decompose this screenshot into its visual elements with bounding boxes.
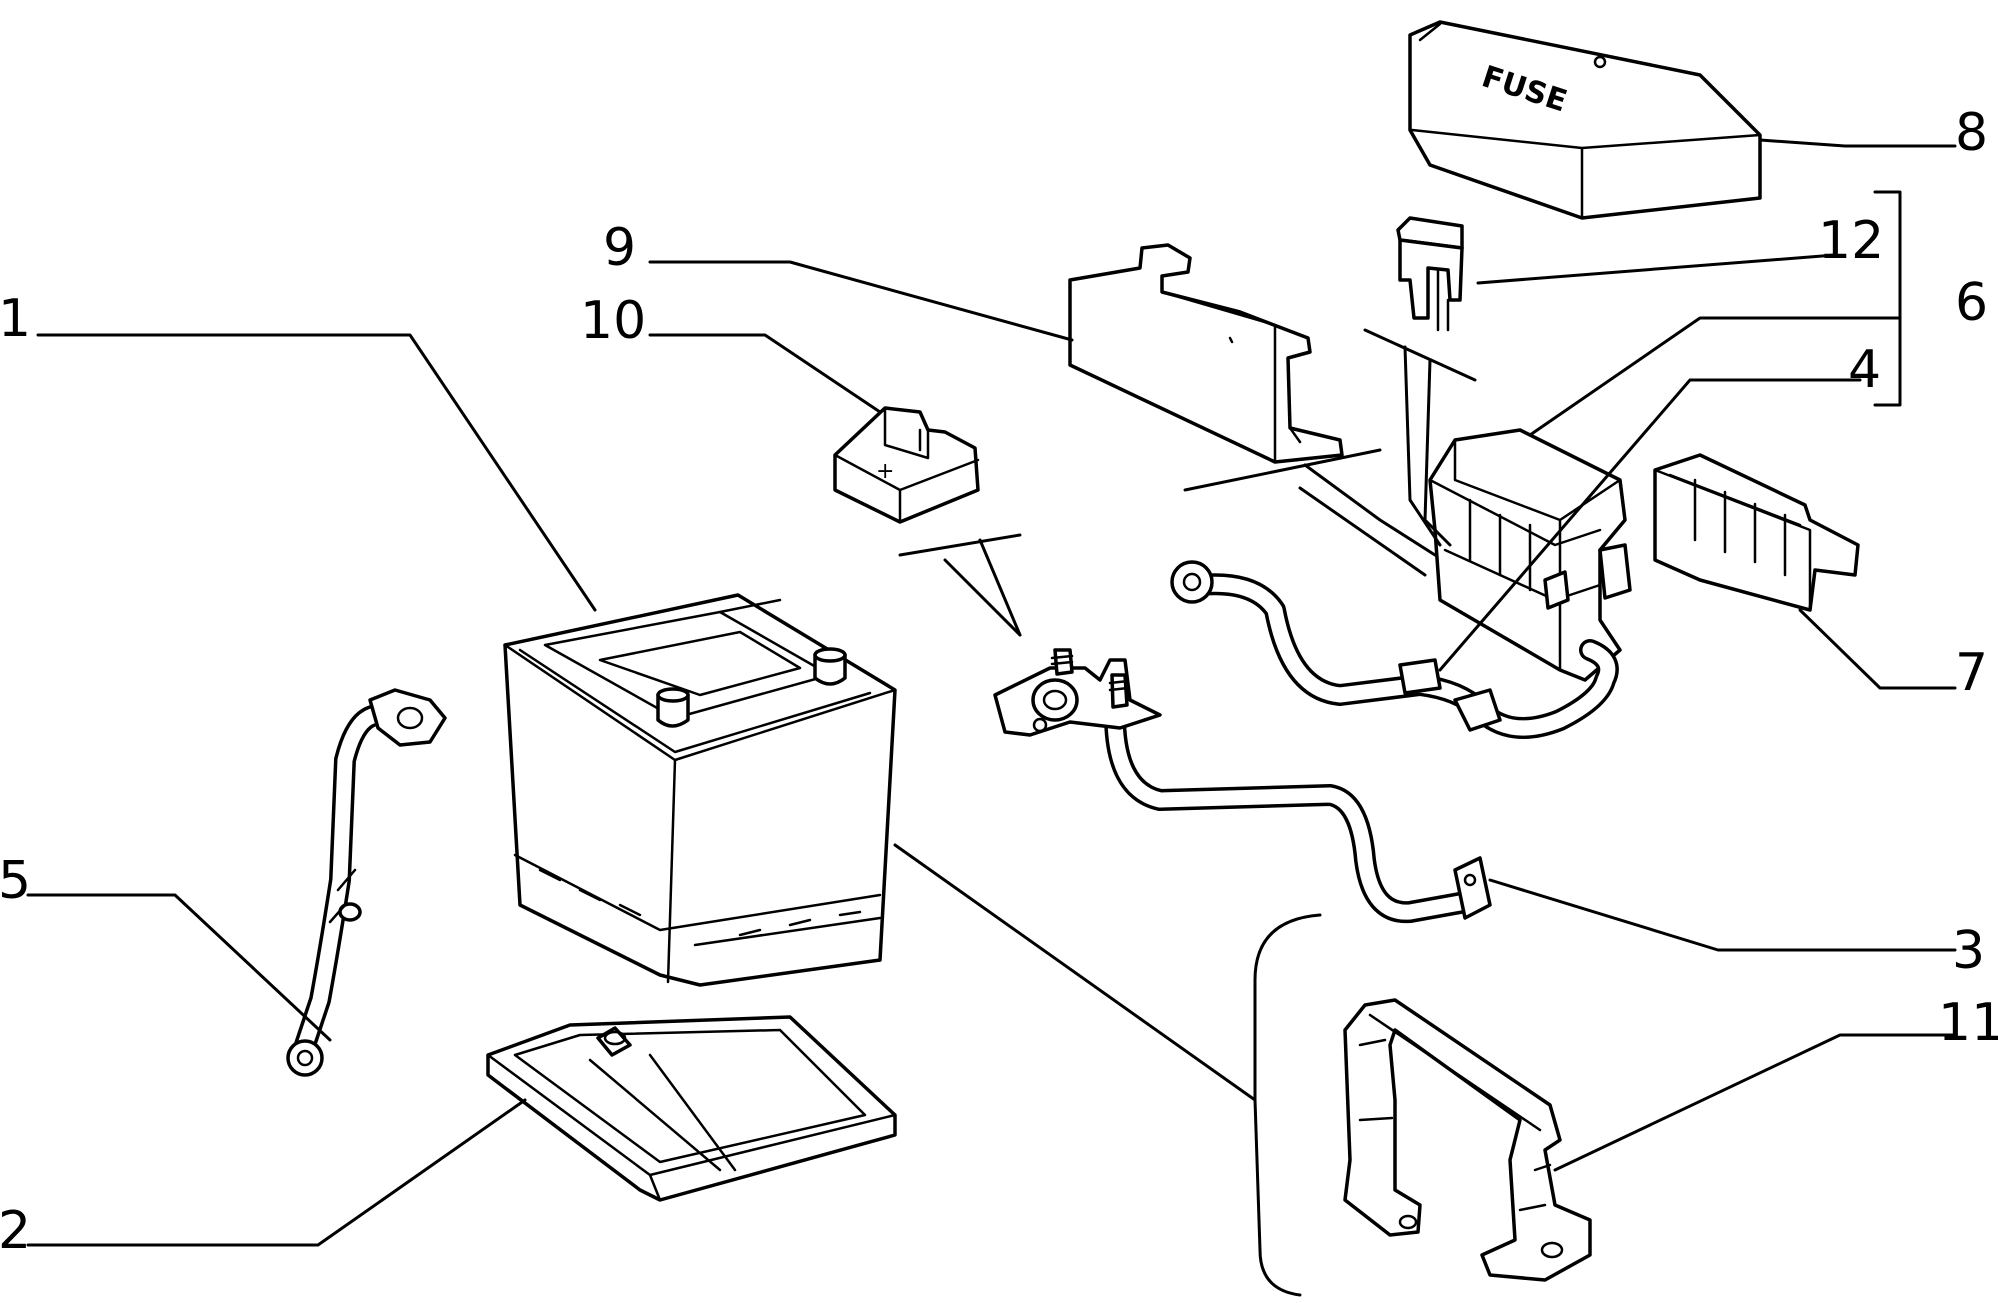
leader-2 [26,1098,527,1247]
terminal-cover-mark: + [876,459,894,484]
leader-12 [1476,253,1837,285]
callout-12: 12 [1818,211,1884,271]
part-7-cover-strip [1653,453,1860,612]
callout-2: 2 [0,1201,31,1261]
leader-3 [1488,878,1957,952]
leader-battery-to-bracket [893,843,1257,1102]
callout-11: 11 [1938,993,1998,1053]
part-2-tray [486,1015,897,1202]
part-6-fuse-box [1428,428,1632,682]
part-12-fuse [1396,216,1464,332]
callout-8: 8 [1955,103,1988,163]
part-1-battery [503,593,897,987]
part-3-positive-cable [993,648,1492,924]
group-guide-lines [898,190,1902,1297]
callout-5: 5 [0,851,31,911]
leader-5 [26,893,332,1042]
part-11-holddown-bracket [1343,998,1592,1282]
part-8-fuse-cover: FUSE [1408,20,1762,220]
leader-10 [648,333,882,414]
callout-labels: 1 2 3 4 5 6 7 8 9 10 11 12 [0,103,1998,1261]
leader-7 [1798,608,1957,690]
part-10-terminal-cover: + [833,406,980,524]
leader-6 [1528,316,1902,437]
callout-4: 4 [1848,340,1881,400]
leader-1 [36,333,597,612]
callout-10: 10 [580,291,646,351]
callout-9: 9 [603,218,636,278]
callout-7: 7 [1955,643,1988,703]
part-9-bracket [1068,243,1344,464]
part-5-negative-cable [286,688,447,1077]
callout-1: 1 [0,289,31,349]
leader-11 [1553,1033,1957,1172]
leader-4 [1438,378,1862,672]
leader-lines [26,138,1957,1247]
callout-6: 6 [1955,273,1988,333]
leader-9 [648,260,1074,342]
callout-3: 3 [1952,921,1985,981]
part-4-fusebox-cable [1170,560,1619,739]
leader-8 [1758,138,1957,148]
